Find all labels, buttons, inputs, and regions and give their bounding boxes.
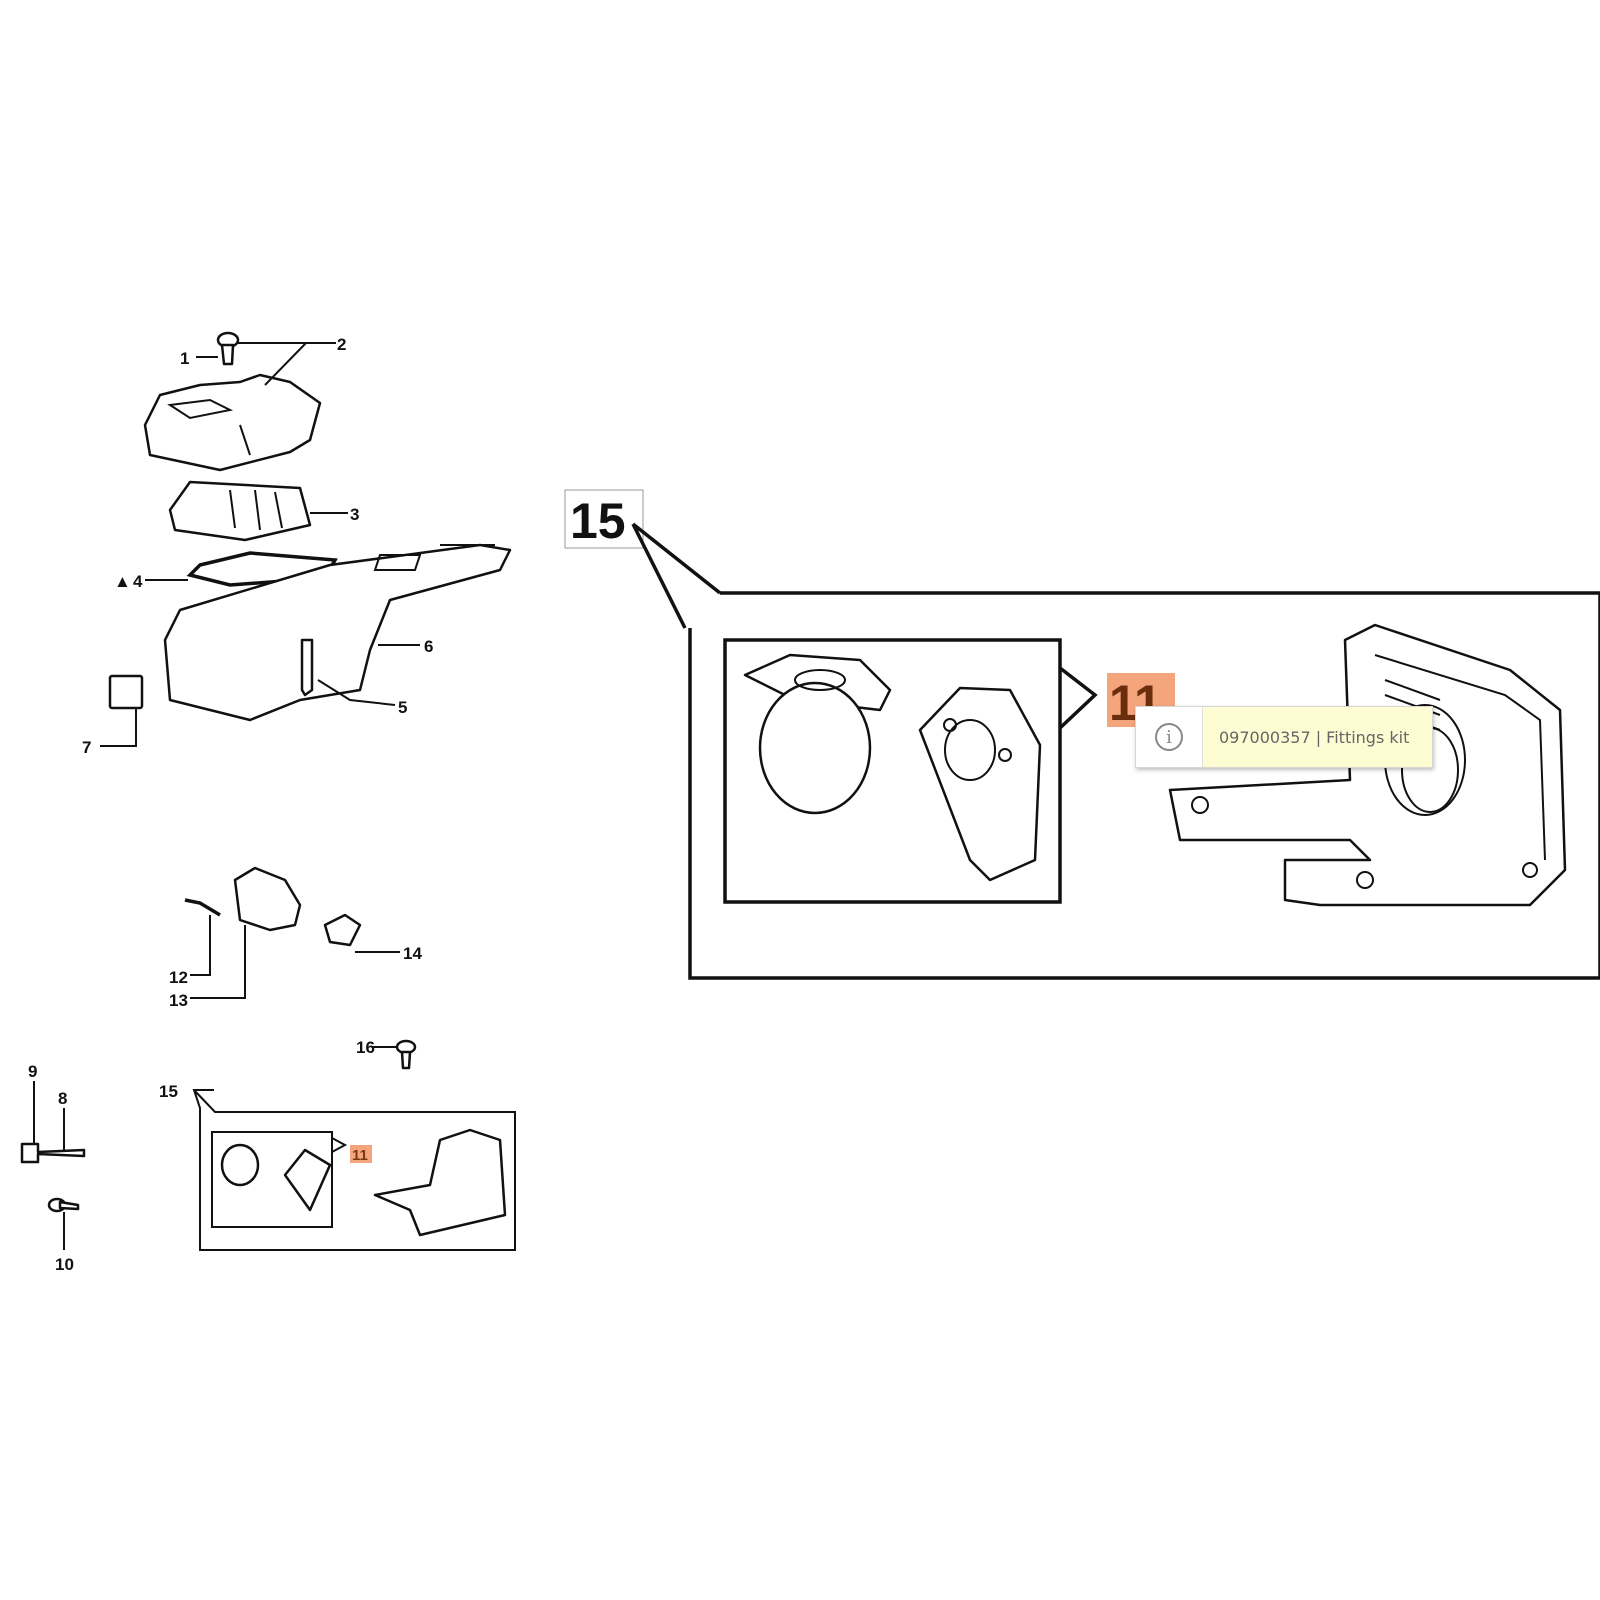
part-16-screw[interactable] (395, 1039, 417, 1070)
part-14-fitting[interactable] (323, 913, 362, 947)
callout-15-large[interactable]: 15 (570, 493, 626, 549)
callout-15[interactable]: 15 (159, 1082, 178, 1101)
part-12-hose[interactable] (184, 898, 221, 917)
callout-12[interactable]: 12 (169, 968, 188, 987)
callout-8[interactable]: 8 (58, 1089, 67, 1108)
part-2-cover[interactable] (143, 373, 322, 472)
callout-14[interactable]: 14 (403, 944, 422, 963)
callout-2[interactable]: 2 (337, 335, 346, 354)
callout-11-small[interactable]: 11 (352, 1147, 368, 1164)
callout-9[interactable]: 9 (28, 1062, 37, 1081)
part-tooltip: i 097000357 | Fittings kit (1135, 706, 1433, 768)
callout-6[interactable]: 6 (424, 637, 433, 656)
highlight-11-small (350, 1145, 372, 1163)
part-3-filter[interactable] (168, 480, 312, 542)
small-detail-15[interactable] (211, 1128, 507, 1237)
callout-5[interactable]: 5 (398, 698, 407, 717)
warning-marker: ▲ (114, 572, 131, 591)
tooltip-text: 097000357 | Fittings kit (1203, 707, 1432, 767)
part-5-bolt[interactable] (300, 638, 314, 697)
part-7-switch[interactable] (108, 674, 144, 710)
callout-4[interactable]: 4 (133, 572, 143, 591)
info-icon: i (1136, 707, 1203, 767)
leader-lines (33, 342, 516, 1251)
part-4-gasket[interactable] (186, 551, 338, 587)
part-1-screw[interactable] (216, 331, 240, 366)
callout-13[interactable]: 13 (169, 991, 188, 1010)
part-10-screw[interactable] (47, 1197, 80, 1213)
callout-16[interactable]: 16 (356, 1038, 375, 1057)
intake-flange (918, 686, 1042, 882)
flange-gasket (743, 653, 892, 815)
callout-1[interactable]: 1 (180, 349, 189, 368)
large-detail-15[interactable] (564, 489, 1600, 980)
callout-3[interactable]: 3 (350, 505, 359, 524)
callout-7[interactable]: 7 (82, 738, 91, 757)
callout-10[interactable]: 10 (55, 1255, 74, 1274)
part-8-9-bolt[interactable] (20, 1142, 86, 1164)
part-6-housing[interactable] (163, 543, 512, 722)
part-13-carburetor[interactable] (233, 866, 302, 932)
